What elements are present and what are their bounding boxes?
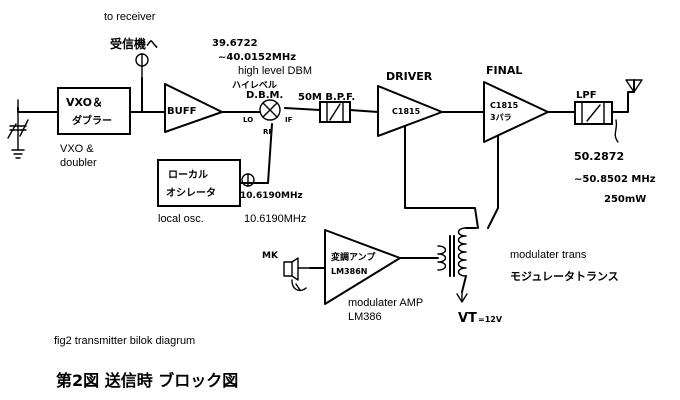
out-freq-label-1: 50.2872: [574, 150, 624, 163]
driver-part-label: C1815: [392, 107, 421, 116]
port-if-label: IF: [285, 116, 293, 124]
buffer-amp: BUFF: [164, 83, 223, 133]
local-osc-jp-label-2: オシレータ: [166, 187, 216, 199]
to-receiver-label: to receiver: [104, 11, 156, 23]
mod-amp-jp-label: 変調アンプ: [331, 251, 376, 263]
lo-test-point: [241, 173, 255, 187]
vxo-en-label: VXO &: [60, 143, 94, 155]
vt-label: VT: [458, 311, 477, 326]
caption-en: fig2 transmitter bilok diagrum: [54, 335, 195, 347]
lpf-label: LPF: [576, 90, 597, 101]
vxo-doubler-block: VXO＆ ダブラー: [57, 87, 131, 135]
final-part-label-2: 3パラ: [490, 112, 512, 122]
port-rf-label: RF: [263, 128, 273, 136]
driver-label: DRIVER: [386, 70, 433, 83]
receiver-jp-label: 受信機へ: [110, 36, 158, 51]
final-amp: C1815 3パラ: [483, 81, 549, 143]
vxo-en-label-2: doubler: [60, 157, 97, 169]
antenna-icon: [625, 79, 643, 93]
modulator-transformer: [437, 227, 477, 303]
mod-amp-part-label: LM386N: [331, 267, 367, 276]
vxo-block-label: VXO＆: [66, 96, 103, 109]
signal-wires: [17, 77, 635, 269]
mod-amp-en-label-2: LM386: [348, 311, 382, 323]
local-osc-en-label: local osc.: [158, 213, 204, 225]
freq-in-label-1: 39.6722: [212, 38, 258, 49]
microphone-icon: [283, 257, 311, 292]
high-level-dbm-label: high level DBM: [238, 65, 312, 77]
out-freq-label-2: ~50.8502 MHz: [574, 174, 656, 185]
bpf-block: [319, 101, 351, 123]
vxo-block-label-2: ダブラー: [72, 114, 112, 127]
freq-in-label-2: ~40.0152MHz: [218, 52, 296, 63]
final-label: FINAL: [486, 64, 522, 77]
mod-amp-en-label: modulater AMP: [348, 297, 423, 309]
out-power-label: 250mW: [604, 194, 646, 205]
mod-trans-en-label: modulater trans: [510, 249, 587, 261]
mic-label: MK: [262, 251, 279, 261]
local-freq-hand-label: 10.6190MHz: [240, 191, 303, 201]
local-freq-label: 10.6190MHz: [244, 213, 306, 225]
port-lo-label: LO: [243, 116, 253, 124]
crystal-input-symbol: [7, 99, 29, 159]
bpf-label: 50M B.P.F.: [298, 92, 355, 103]
buffer-label: BUFF: [167, 106, 196, 117]
receiver-output-terminal: [135, 53, 149, 79]
final-part-label: C1815: [490, 101, 519, 110]
lpf-block: [574, 101, 613, 125]
local-osc-jp-label: ローカル: [168, 169, 208, 181]
caption-jp: 第2図 送信時 ブロック図: [56, 371, 238, 390]
dbm-mixer: [259, 99, 281, 121]
dbm-label: D.B.M.: [246, 90, 283, 101]
mod-trans-jp-label: モジュレータトランス: [510, 270, 619, 283]
vt-value-label: =12V: [478, 315, 503, 324]
output-pointer: [614, 119, 619, 143]
driver-amp: C1815: [377, 85, 443, 137]
local-oscillator-block: ローカル オシレータ: [157, 159, 241, 207]
high-level-jp-label: ハイレベル: [232, 80, 277, 91]
modulator-amp: 変調アンプ LM386N: [324, 229, 401, 305]
